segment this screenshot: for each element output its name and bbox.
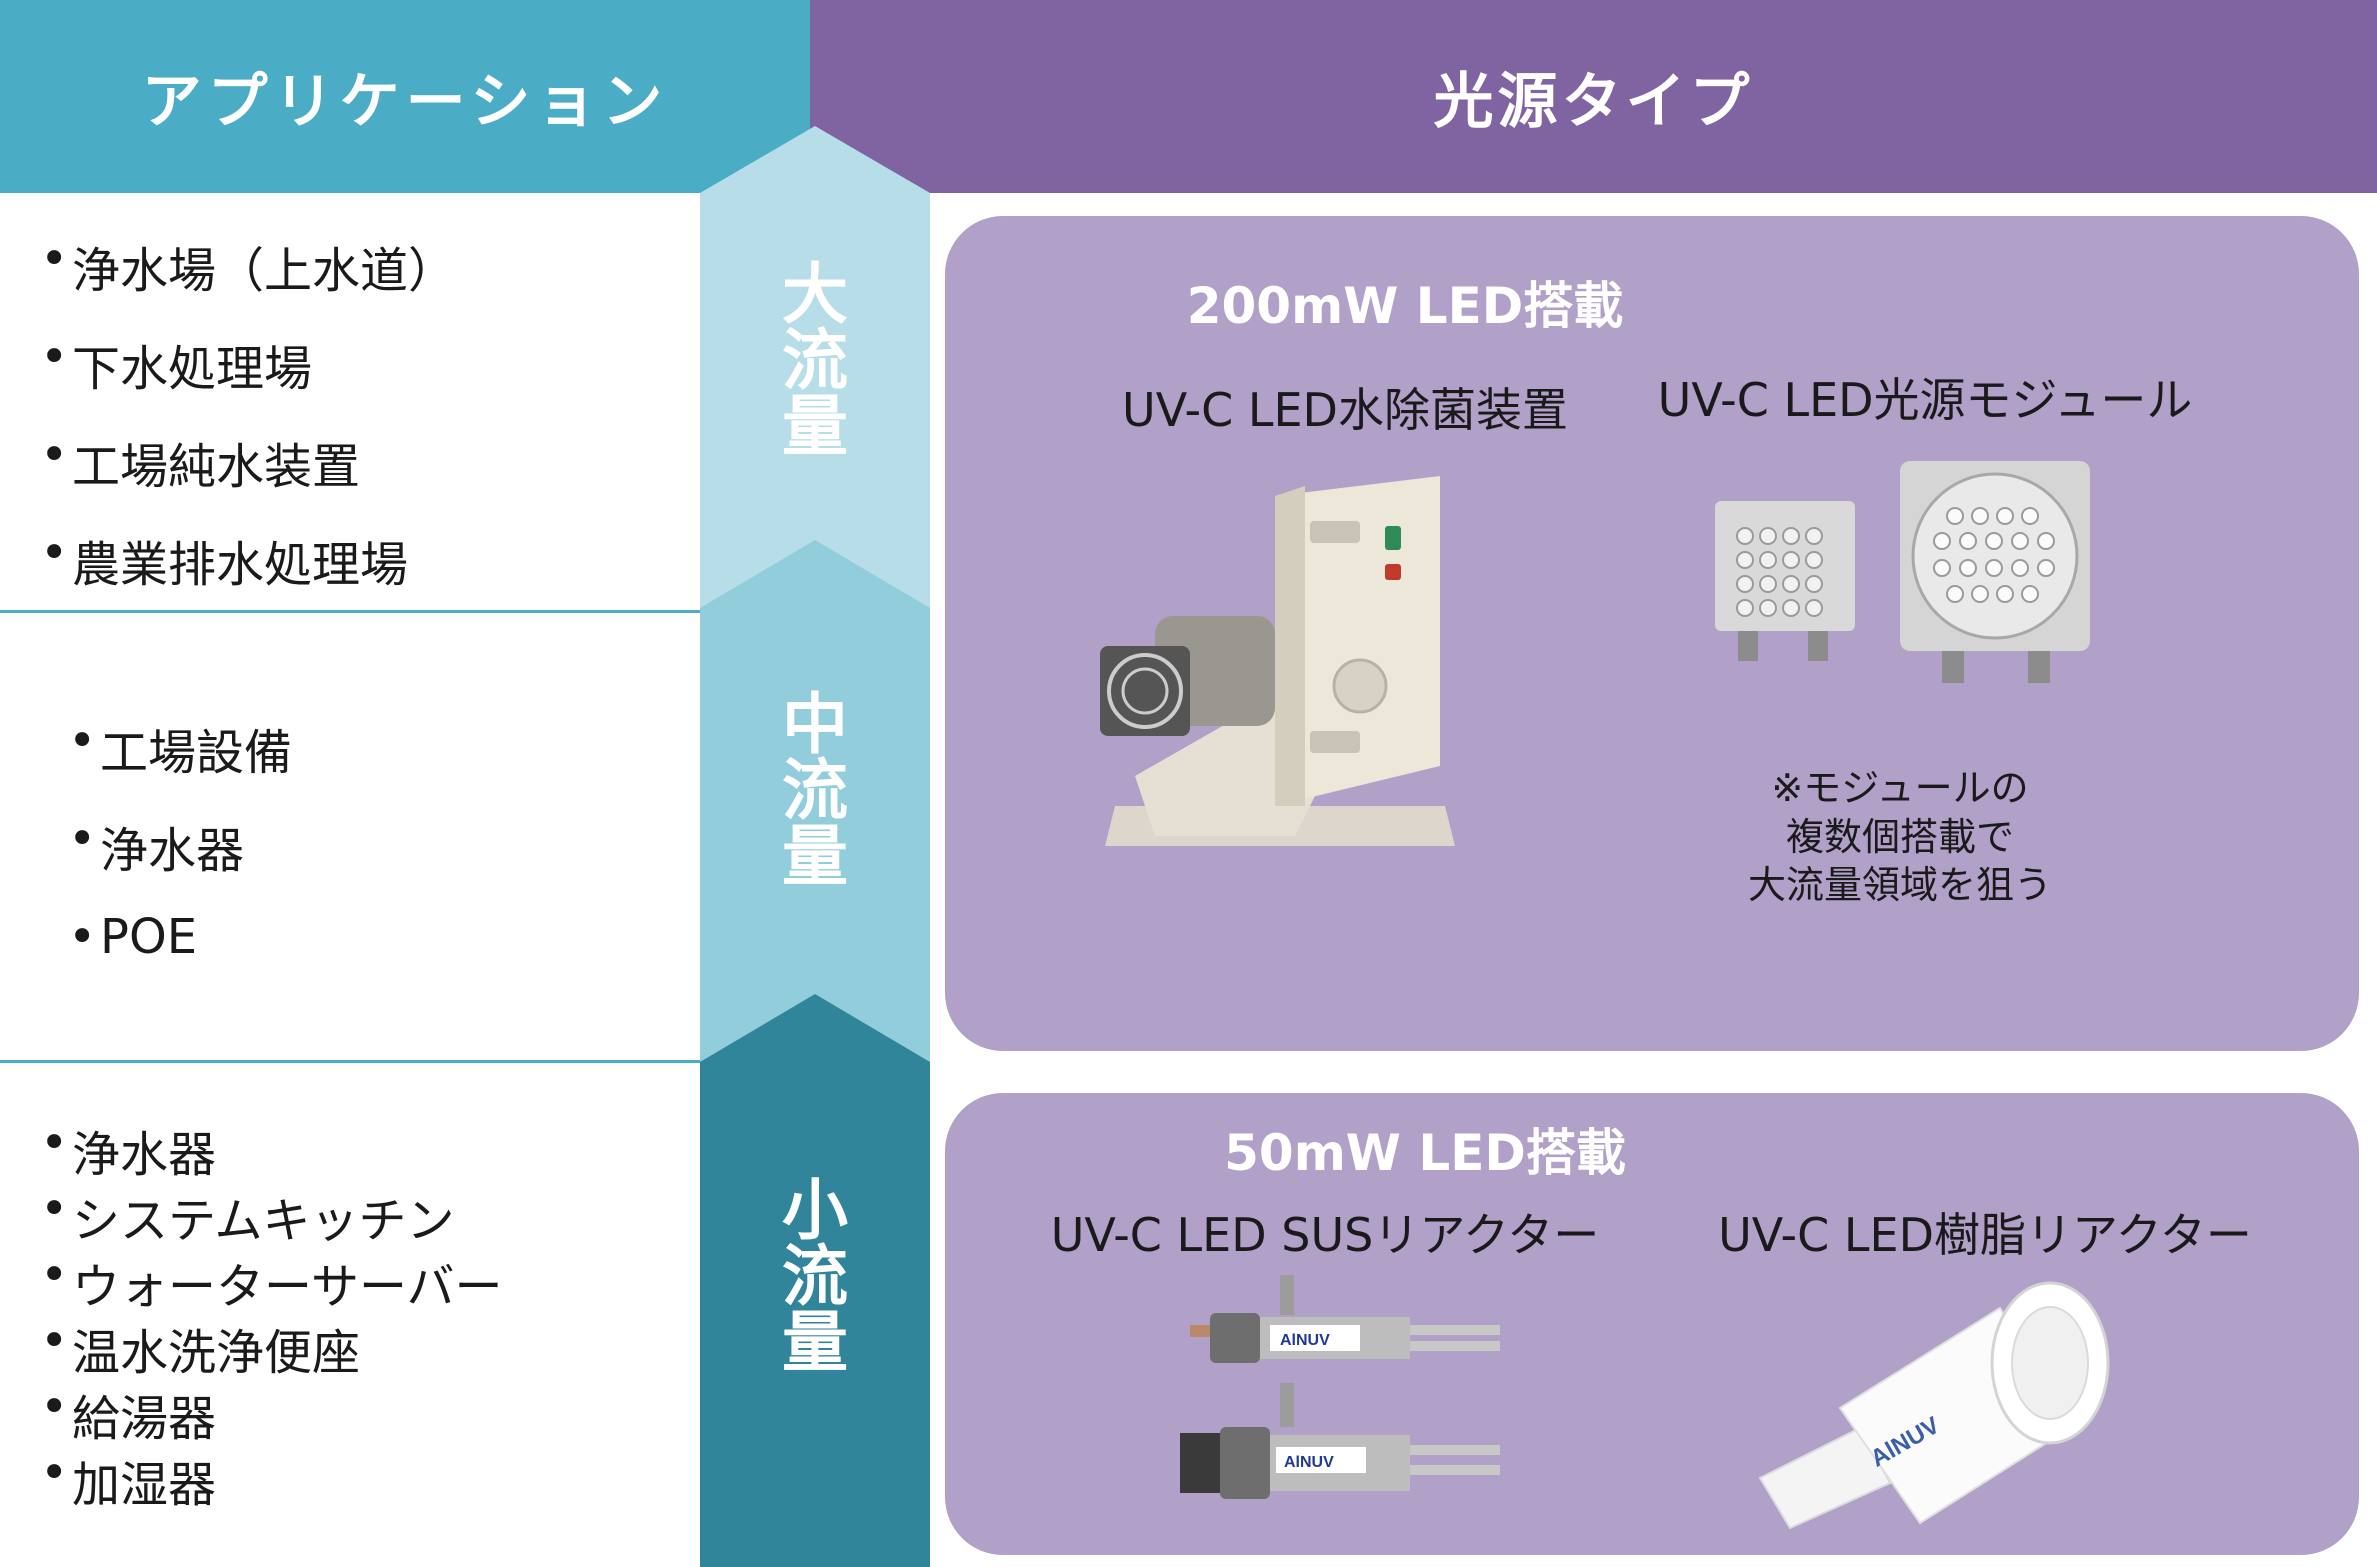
resin-reactor-image: AlNUV — [1758, 1281, 2110, 1530]
applications-large-box: 浄水場（上水道） 下水処理場 工場純水装置 農業排水処理場 — [0, 193, 700, 613]
applications-header: アプリケーション — [0, 0, 810, 193]
product-title-sus-reactor: UV-C LED SUSリアクター — [1050, 1208, 1600, 1262]
panel-200mw: 200mW LED搭載 UV-C LED水除菌装置 UV-C LED光源モジュー… — [945, 216, 2359, 1051]
applications-medium-list: 工場設備 浄水器 POE — [68, 713, 292, 1007]
list-item: 工場純水装置 — [40, 427, 456, 525]
list-item: POE — [68, 909, 292, 1007]
light-source-type-header: 光源タイプ — [810, 0, 2377, 193]
flow-label-large: 大 流 量 — [700, 262, 930, 460]
sus-reactor-image: AlNUV AlNUV — [1180, 1275, 1500, 1499]
brand-logo: AlNUV — [1280, 1332, 1330, 1349]
applications-medium-box: 工場設備 浄水器 POE — [0, 613, 700, 1063]
flow-char: 量 — [782, 388, 848, 465]
panel-50mw-title: 50mW LED搭載 — [1224, 1124, 1626, 1182]
list-item: 下水処理場 — [40, 329, 456, 427]
list-item: 温水洗浄便座 — [40, 1313, 503, 1381]
list-item: 給湯器 — [40, 1379, 503, 1447]
list-item: 浄水場（上水道） — [40, 231, 456, 329]
brand-logo: AlNUV — [1284, 1454, 1334, 1471]
water-sterilizer-image — [1100, 476, 1455, 846]
light-source-type-header-label: 光源タイプ — [1433, 67, 1754, 137]
flow-char: 小 — [782, 1172, 848, 1249]
applications-large-list: 浄水場（上水道） 下水処理場 工場純水装置 農業排水処理場 — [40, 231, 456, 623]
list-item: ウォーターサーバー — [40, 1247, 503, 1315]
flow-label-medium: 中 流 量 — [700, 692, 930, 890]
flow-char: 量 — [782, 1304, 848, 1381]
flow-label-small: 小 流 量 — [700, 1178, 930, 1376]
list-item: 農業排水処理場 — [40, 525, 456, 623]
applications-header-label: アプリケーション — [141, 67, 669, 137]
flow-arrow-medium — [700, 530, 930, 1062]
applications-small-box: 浄水器 システムキッチン ウォーターサーバー 温水洗浄便座 給湯器 加湿器 — [0, 1063, 700, 1567]
flow-char: 流 — [782, 1238, 848, 1315]
flow-char: 中 — [782, 686, 848, 763]
panel-200mw-title: 200mW LED搭載 — [1186, 277, 1624, 335]
applications-small-list: 浄水器 システムキッチン ウォーターサーバー 温水洗浄便座 給湯器 加湿器 — [40, 1115, 503, 1513]
list-item: 浄水器 — [40, 1115, 503, 1183]
product-title-resin-reactor: UV-C LED樹脂リアクター — [1718, 1208, 2252, 1262]
panel-50mw: 50mW LED搭載 UV-C LED SUSリアクター UV-C LED樹脂リ… — [945, 1093, 2359, 1555]
module-note: ※モジュールの 複数個搭載で 大流量領域を狙う — [1715, 764, 2085, 910]
flow-arrow-small — [700, 985, 930, 1567]
product-title-water-sterilizer: UV-C LED水除菌装置 — [1122, 383, 1568, 437]
product-title-light-module: UV-C LED光源モジュール — [1657, 373, 2193, 427]
flow-char: 量 — [782, 818, 848, 895]
list-item: 浄水器 — [68, 811, 292, 909]
flow-arrow-large — [700, 126, 930, 608]
list-item: システムキッチン — [40, 1181, 503, 1249]
list-item: 工場設備 — [68, 713, 292, 811]
flow-char: 流 — [782, 752, 848, 829]
flow-char: 流 — [782, 322, 848, 399]
note-line: ※モジュールの — [1771, 766, 2029, 810]
list-item: 加湿器 — [40, 1445, 503, 1513]
note-line: 複数個搭載で — [1785, 814, 2014, 859]
flow-char: 大 — [782, 256, 848, 333]
note-line: 大流量領域を狙う — [1747, 863, 2052, 908]
led-module-image — [1715, 461, 2090, 683]
